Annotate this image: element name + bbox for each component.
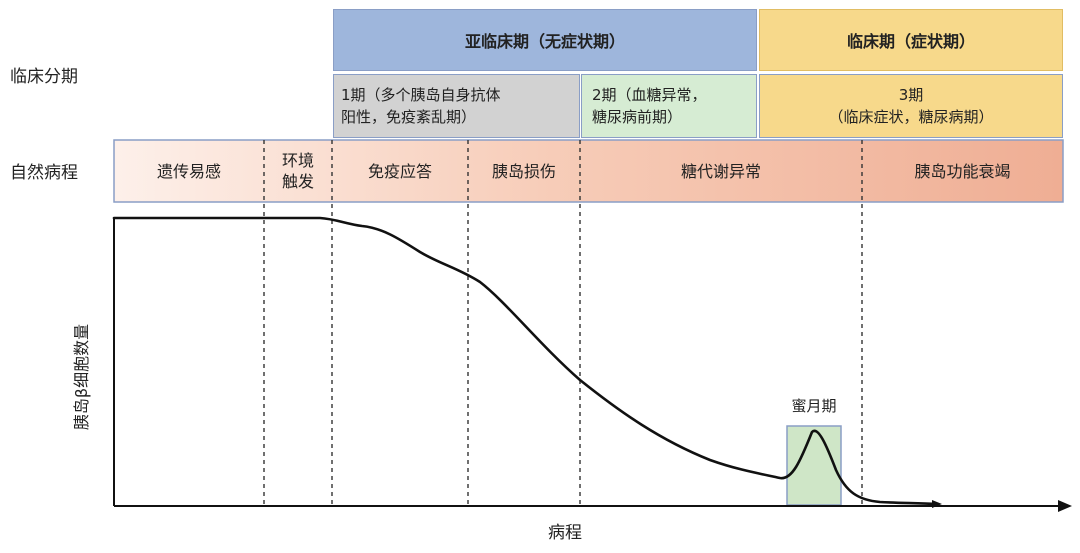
beta-cell-curve	[112, 216, 940, 506]
honeymoon-label: 蜜月期	[791, 396, 837, 415]
course-islet-failure: 胰岛功能衰竭	[914, 161, 1011, 181]
stage-2-box: 2期（血糖异常， 糖尿病前期）	[581, 74, 757, 138]
phase-clinical: 临床期（症状期）	[759, 9, 1063, 71]
course-genetic-susceptibility: 遗传易感	[156, 161, 221, 181]
x-axis-label: 病程	[548, 522, 582, 543]
row-label-natural-course: 自然病程	[10, 162, 78, 183]
x-axis-arrow	[1058, 500, 1072, 512]
stage-dividers	[263, 140, 863, 505]
natural-course-band	[113, 139, 1064, 203]
course-glucose-abnormality: 糖代谢异常	[680, 161, 761, 181]
row-label-clinical-staging: 临床分期	[10, 66, 78, 87]
stage-1-box: 1期（多个胰岛自身抗体 阳性，免疫紊乱期）	[333, 74, 580, 138]
course-islet-damage: 胰岛损伤	[491, 161, 556, 181]
phase-subclinical: 亚临床期（无症状期）	[333, 9, 757, 71]
y-axis-label: 胰岛β细胞数量	[72, 323, 91, 431]
course-immune-response: 免疫应答	[367, 161, 432, 181]
stage-3-box: 3期 （临床症状，糖尿病期）	[759, 74, 1063, 138]
curve-end-arrow	[932, 500, 942, 508]
course-environmental-trigger: 环境 触发	[281, 151, 314, 191]
